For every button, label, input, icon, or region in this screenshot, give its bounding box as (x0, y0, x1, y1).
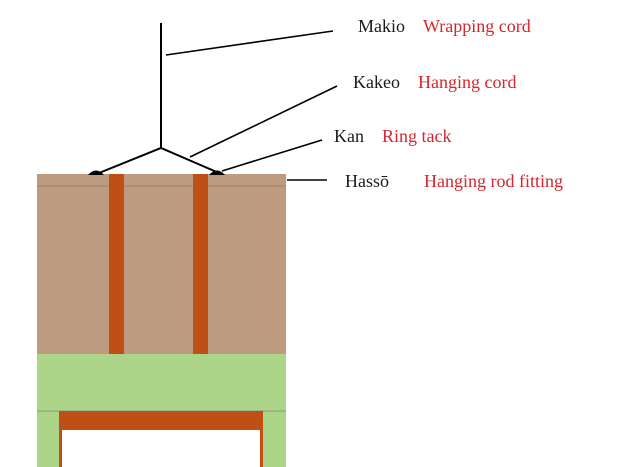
label-makio-japanese: Makio (358, 16, 405, 36)
label-hasso-english: Hanging rod fitting (424, 171, 563, 191)
label-kakeo-japanese: Kakeo (353, 72, 400, 92)
leader-kakeo (189, 85, 338, 158)
leader-makio (165, 30, 334, 56)
inner-frame-top (59, 411, 263, 430)
label-makio-english: Wrapping cord (423, 16, 531, 36)
inner-panel (62, 430, 260, 467)
inner-frame-left (59, 411, 62, 467)
label-kakeo-english: Hanging cord (418, 72, 517, 92)
inner-frame-right (260, 411, 263, 467)
label-kan-japanese: Kan (334, 126, 364, 146)
leader-kan (221, 139, 323, 172)
label-kan-english: Ring tack (382, 126, 452, 146)
label-hasso-japanese: Hassō (345, 171, 389, 191)
right-stripe (193, 174, 208, 355)
left-stripe (109, 174, 124, 355)
upper-panel (37, 174, 286, 355)
